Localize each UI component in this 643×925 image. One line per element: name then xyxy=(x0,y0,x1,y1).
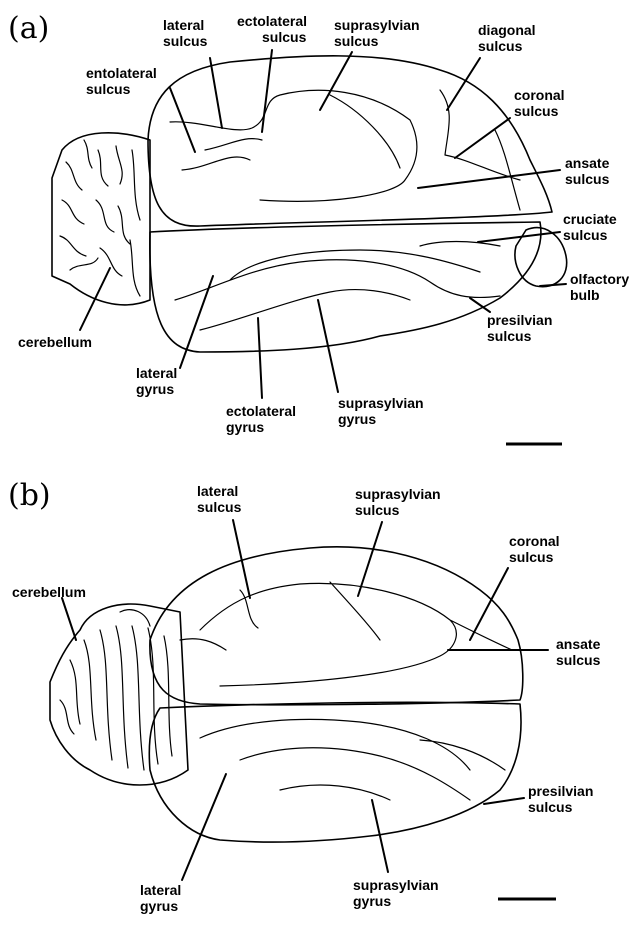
panel-b-leaders xyxy=(62,520,548,880)
leader-a-ectolateral-sulcus xyxy=(262,50,272,132)
leader-a-olfactory-bulb xyxy=(540,284,566,286)
leader-b-coronal-sulcus xyxy=(470,568,508,640)
panel-b-letter: (b) xyxy=(8,478,51,513)
label-a-lateral-gyrus: lateral gyrus xyxy=(136,365,181,397)
panel-a-cerebellum-folia xyxy=(60,140,140,296)
panel-a-brain-drawing xyxy=(52,56,567,352)
panel-b-brain-drawing xyxy=(50,547,523,842)
leader-a-entolateral-sulcus xyxy=(170,88,195,152)
label-b-coronal-sulcus: coronal sulcus xyxy=(509,533,563,565)
leader-a-lateral-sulcus xyxy=(210,58,222,128)
label-a-diagonal-sulcus: diagonal sulcus xyxy=(478,22,539,54)
label-b-cerebellum: cerebellum xyxy=(12,584,86,600)
label-a-ansate-sulcus: ansate sulcus xyxy=(565,155,613,187)
panel-a-letter: (a) xyxy=(8,11,49,46)
label-a-cerebellum: cerebellum xyxy=(18,334,92,350)
leader-a-suprasylvian-sulcus xyxy=(320,52,352,110)
label-a-cruciate-sulcus: cruciate sulcus xyxy=(563,211,621,243)
leader-a-cerebellum xyxy=(80,268,110,330)
panel-b: (b) lateral sulc xyxy=(8,478,604,914)
label-a-suprasylvian-sulcus: suprasylvian sulcus xyxy=(334,17,424,49)
label-a-presilvian-sulcus: presilvian sulcus xyxy=(487,312,556,344)
leader-a-coronal-sulcus xyxy=(455,118,510,158)
leader-b-presilvian-sulcus xyxy=(484,798,524,804)
panel-b-sulci-top xyxy=(180,582,512,686)
panel-a-cerebellum-shape xyxy=(52,133,150,305)
label-a-olfactory-bulb: olfactory bulb xyxy=(570,271,633,303)
leader-a-diagonal-sulcus xyxy=(447,58,480,110)
label-a-ectolateral-sulcus: ectolateral sulcus xyxy=(237,13,311,45)
panel-b-right-hemisphere xyxy=(149,702,521,842)
panel-a: (a) xyxy=(8,11,633,444)
panel-a-sulci-bottom xyxy=(175,242,500,331)
label-a-ectolateral-gyrus: ectolateral gyrus xyxy=(226,403,300,435)
label-b-suprasylvian-gyrus: suprasylvian gyrus xyxy=(353,877,443,909)
label-a-suprasylvian-gyrus: suprasylvian gyrus xyxy=(338,395,428,427)
leader-a-ectolateral-gyrus xyxy=(258,318,262,398)
label-b-ansate-sulcus: ansate sulcus xyxy=(556,636,604,668)
leader-b-cerebellum xyxy=(62,598,76,640)
label-a-lateral-sulcus: lateral sulcus xyxy=(163,17,208,49)
label-b-suprasylvian-sulcus: suprasylvian sulcus xyxy=(355,486,445,518)
leader-a-lateral-gyrus xyxy=(180,276,213,368)
label-a-entolateral-sulcus: entolateral sulcus xyxy=(86,65,161,97)
panel-a-left-hemisphere xyxy=(148,56,552,226)
label-b-lateral-sulcus: lateral sulcus xyxy=(197,483,242,515)
label-b-presilvian-sulcus: presilvian sulcus xyxy=(528,783,597,815)
panel-b-left-hemisphere xyxy=(150,547,523,705)
panel-b-sulci-bottom xyxy=(200,719,505,800)
leader-b-suprasylvian-sulcus xyxy=(358,522,382,596)
label-b-lateral-gyrus: lateral gyrus xyxy=(140,882,185,914)
label-a-coronal-sulcus: coronal sulcus xyxy=(514,87,568,119)
